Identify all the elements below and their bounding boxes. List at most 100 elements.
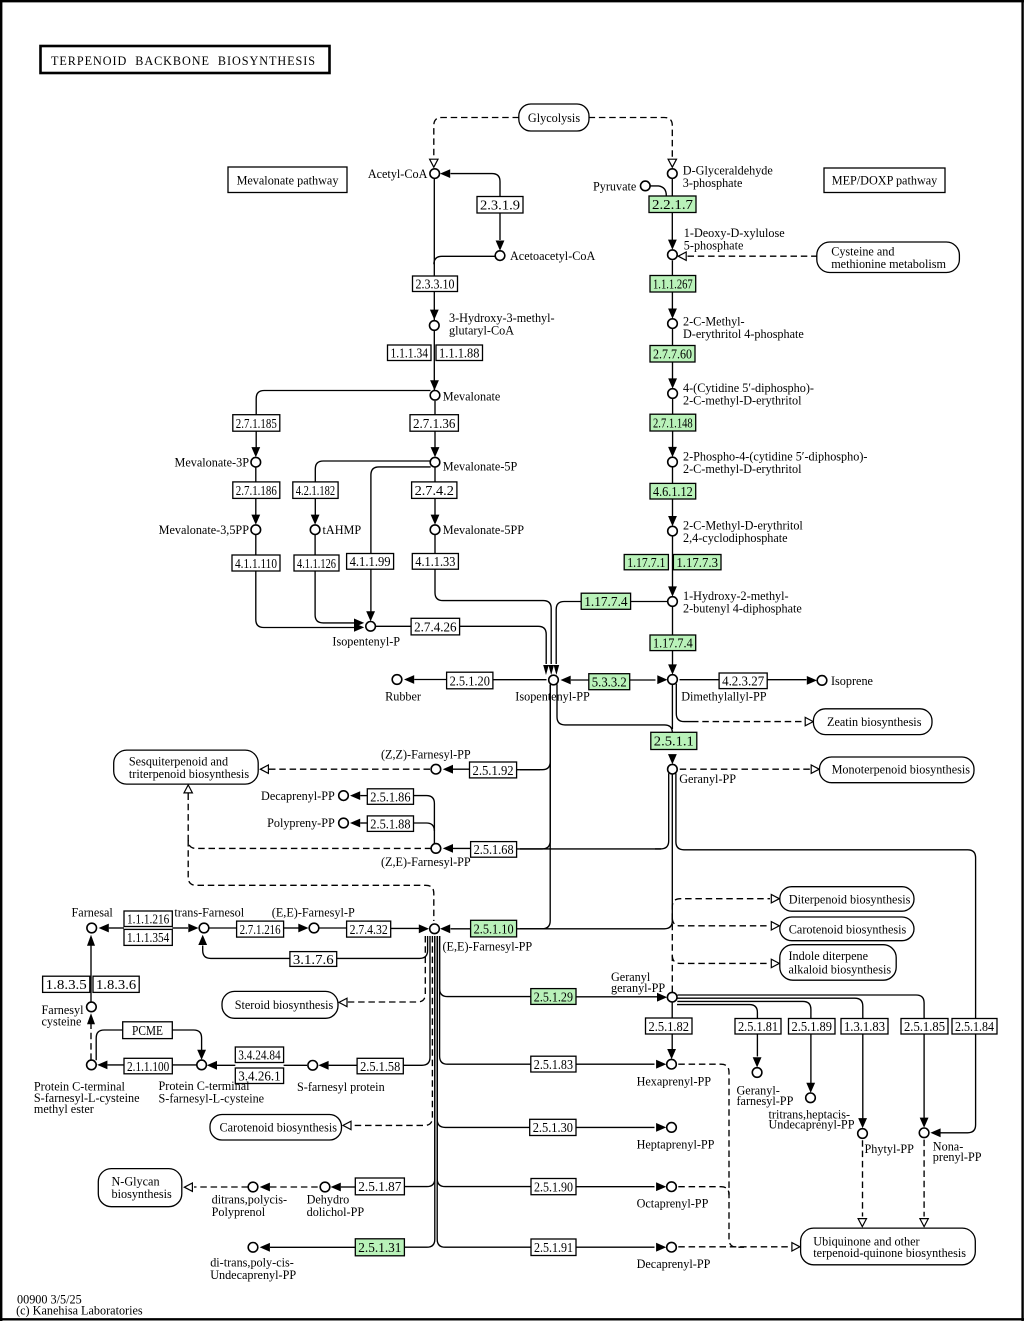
svg-text:2.7.4.26: 2.7.4.26: [414, 619, 457, 634]
svg-text:2.5.1.86: 2.5.1.86: [370, 789, 410, 804]
svg-text:Steroid biosynthesis: Steroid biosynthesis: [235, 998, 334, 1012]
svg-text:prenyl-PP: prenyl-PP: [933, 1150, 982, 1164]
svg-text:1.17.7.4: 1.17.7.4: [653, 636, 693, 651]
svg-text:biosynthesis: biosynthesis: [112, 1187, 173, 1201]
svg-text:5-phosphate: 5-phosphate: [684, 238, 744, 252]
svg-text:1-Deoxy-D-xylulose: 1-Deoxy-D-xylulose: [684, 226, 785, 240]
svg-text:Diterpenoid biosynthesis: Diterpenoid biosynthesis: [789, 892, 911, 906]
svg-text:1.8.3.5: 1.8.3.5: [46, 977, 87, 992]
svg-text:Mevalonate pathway: Mevalonate pathway: [237, 174, 340, 188]
svg-text:Sesquiterpenoid and: Sesquiterpenoid and: [129, 755, 228, 769]
svg-text:1.1.1.88: 1.1.1.88: [439, 346, 480, 361]
svg-text:MEP/DOXP pathway: MEP/DOXP pathway: [832, 174, 938, 188]
svg-text:S-farnesyl-L-cysteine: S-farnesyl-L-cysteine: [34, 1091, 140, 1105]
svg-text:2.5.1.30: 2.5.1.30: [533, 1120, 574, 1135]
svg-text:2-C-methyl-D-erythritol: 2-C-methyl-D-erythritol: [683, 462, 802, 476]
svg-text:1.8.3.6: 1.8.3.6: [96, 977, 136, 992]
svg-text:terpenoid-quinone biosynthesis: terpenoid-quinone biosynthesis: [813, 1246, 966, 1260]
svg-text:00900 3/5/25: 00900 3/5/25: [17, 1293, 82, 1307]
svg-text:Geranyl: Geranyl: [611, 970, 651, 984]
svg-text:4.2.1.182: 4.2.1.182: [296, 483, 335, 498]
svg-text:farnesyl-PP: farnesyl-PP: [737, 1094, 794, 1108]
svg-text:2.5.1.81: 2.5.1.81: [738, 1019, 778, 1034]
svg-text:2.5.1.10: 2.5.1.10: [474, 921, 514, 936]
svg-text:2.5.1.31: 2.5.1.31: [358, 1240, 401, 1255]
svg-text:(Z,Z)-Farnesyl-PP: (Z,Z)-Farnesyl-PP: [381, 748, 471, 762]
svg-text:geranyl-PP: geranyl-PP: [611, 981, 665, 995]
svg-text:Decaprenyl-PP: Decaprenyl-PP: [637, 1257, 711, 1271]
svg-text:2.5.1.82: 2.5.1.82: [649, 1019, 690, 1034]
svg-text:Indole diterpene: Indole diterpene: [789, 949, 869, 963]
svg-text:2.3.1.9: 2.3.1.9: [480, 198, 520, 213]
svg-text:2-C-methyl-D-erythritol: 2-C-methyl-D-erythritol: [683, 394, 802, 408]
svg-text:4.1.1.110: 4.1.1.110: [235, 556, 277, 571]
svg-text:Geranyl-: Geranyl-: [737, 1083, 780, 1097]
svg-text:1.1.1.216: 1.1.1.216: [127, 912, 170, 927]
svg-text:4.6.1.12: 4.6.1.12: [653, 484, 693, 499]
svg-text:3-phosphate: 3-phosphate: [683, 176, 743, 190]
svg-text:3.4.24.84: 3.4.24.84: [238, 1048, 281, 1063]
svg-text:2.5.1.29: 2.5.1.29: [534, 989, 573, 1004]
svg-text:alkaloid biosynthesis: alkaloid biosynthesis: [789, 962, 892, 976]
svg-text:Ubiquinone and other: Ubiquinone and other: [813, 1235, 919, 1249]
svg-text:1.1.1.267: 1.1.1.267: [653, 277, 693, 292]
svg-text:Polypreny-PP: Polypreny-PP: [267, 816, 335, 830]
svg-text:Cysteine and: Cysteine and: [831, 244, 894, 258]
svg-text:Undecaprenyl-PP: Undecaprenyl-PP: [210, 1268, 296, 1282]
svg-text:D-Glyceraldehyde: D-Glyceraldehyde: [683, 164, 773, 178]
svg-text:4-(Cytidine 5′-diphospho)-: 4-(Cytidine 5′-diphospho)-: [683, 381, 814, 395]
svg-text:1.17.7.1: 1.17.7.1: [627, 555, 665, 570]
svg-text:2.7.1.185: 2.7.1.185: [236, 416, 277, 431]
svg-text:4.1.1.33: 4.1.1.33: [415, 554, 455, 569]
svg-text:2.7.4.32: 2.7.4.32: [350, 922, 388, 937]
svg-text:S-farnesyl-L-cysteine: S-farnesyl-L-cysteine: [159, 1091, 265, 1105]
svg-text:N-Glycan: N-Glycan: [112, 1175, 160, 1189]
svg-text:1-Hydroxy-2-methyl-: 1-Hydroxy-2-methyl-: [683, 589, 789, 603]
svg-text:Decaprenyl-PP: Decaprenyl-PP: [261, 789, 335, 803]
svg-text:tritrans,heptacis-: tritrans,heptacis-: [769, 1107, 851, 1121]
svg-text:Heptaprenyl-PP: Heptaprenyl-PP: [637, 1137, 715, 1151]
svg-text:3.1.7.6: 3.1.7.6: [293, 952, 334, 967]
svg-text:Mevalonate-5PP: Mevalonate-5PP: [443, 523, 524, 537]
svg-text:Nona-: Nona-: [933, 1139, 963, 1153]
svg-text:2.5.1.90: 2.5.1.90: [534, 1179, 573, 1194]
svg-text:Polyprenol: Polyprenol: [212, 1205, 266, 1219]
svg-text:dolichol-PP: dolichol-PP: [307, 1205, 365, 1219]
svg-text:1.1.1.354: 1.1.1.354: [127, 930, 170, 945]
svg-text:2.5.1.83: 2.5.1.83: [534, 1057, 573, 1072]
svg-text:Carotenoid biosynthesis: Carotenoid biosynthesis: [220, 1121, 338, 1135]
svg-text:2-C-Methyl-: 2-C-Methyl-: [683, 315, 745, 329]
svg-text:PCME: PCME: [132, 1023, 163, 1038]
svg-text:ditrans,polycis-: ditrans,polycis-: [212, 1193, 287, 1207]
svg-text:2.5.1.20: 2.5.1.20: [450, 673, 491, 688]
svg-text:di-trans,poly-cis-: di-trans,poly-cis-: [210, 1256, 294, 1270]
svg-text:2.5.1.84: 2.5.1.84: [955, 1019, 994, 1034]
svg-text:Farnesyl: Farnesyl: [42, 1003, 85, 1017]
svg-text:2.5.1.92: 2.5.1.92: [473, 763, 514, 778]
svg-text:methionine metabolism: methionine metabolism: [831, 257, 946, 271]
svg-text:2.3.3.10: 2.3.3.10: [416, 277, 455, 292]
svg-text:(Z,E)-Farnesyl-PP: (Z,E)-Farnesyl-PP: [381, 855, 471, 869]
svg-text:2.2.1.7: 2.2.1.7: [652, 197, 693, 212]
svg-text:Zeatin biosynthesis: Zeatin biosynthesis: [827, 715, 922, 729]
svg-text:Pyruvate: Pyruvate: [593, 179, 636, 193]
svg-text:2-Phospho-4-(cytidine 5′-dipho: 2-Phospho-4-(cytidine 5′-diphospho)-: [683, 450, 867, 464]
svg-text:tAHMP: tAHMP: [323, 523, 362, 537]
svg-text:Dehydro: Dehydro: [307, 1193, 350, 1207]
svg-text:1.3.1.83: 1.3.1.83: [844, 1019, 885, 1034]
svg-text:Mevalonate: Mevalonate: [443, 389, 501, 403]
svg-text:2.5.1.89: 2.5.1.89: [792, 1019, 833, 1034]
svg-text:2.5.1.88: 2.5.1.88: [370, 816, 410, 831]
svg-text:Isopentenyl-P: Isopentenyl-P: [332, 634, 400, 648]
svg-text:1.17.7.3: 1.17.7.3: [676, 555, 718, 570]
svg-text:2.5.1.68: 2.5.1.68: [474, 842, 514, 857]
svg-text:2.1.1.100: 2.1.1.100: [127, 1059, 170, 1074]
svg-text:2,4-cyclodiphosphate: 2,4-cyclodiphosphate: [683, 531, 788, 545]
svg-text:D-erythritol 4-phosphate: D-erythritol 4-phosphate: [683, 327, 804, 341]
svg-text:2.7.4.2: 2.7.4.2: [415, 483, 454, 498]
svg-text:Octaprenyl-PP: Octaprenyl-PP: [637, 1197, 709, 1211]
svg-text:(E,E)-Farnesyl-P: (E,E)-Farnesyl-P: [272, 905, 355, 919]
svg-text:Glycolysis: Glycolysis: [528, 111, 580, 125]
svg-text:2.7.1.216: 2.7.1.216: [240, 922, 281, 937]
svg-text:Undecaprenyl-PP: Undecaprenyl-PP: [769, 1118, 855, 1132]
